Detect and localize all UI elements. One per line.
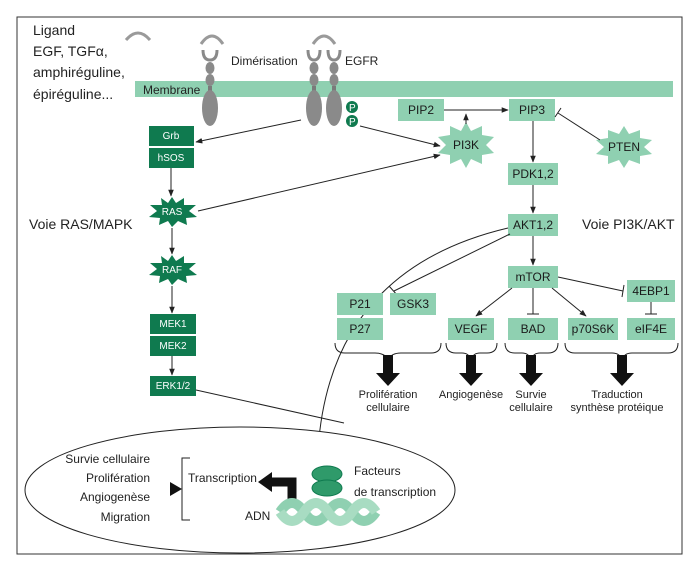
link-erk-nucleus — [195, 389, 345, 424]
ligand-line-2: EGF, TGFα, — [33, 43, 108, 59]
inhibit-mtor-ebp1 — [557, 276, 624, 292]
membrane-label: Membrane — [143, 83, 201, 97]
inhibit-pten-pip3 — [557, 112, 601, 141]
arrow-mtor-p70s6k — [551, 287, 587, 317]
vegf-box — [448, 318, 494, 340]
p27-box — [337, 318, 383, 340]
outcome-angiogenese: Angiogenèse — [439, 389, 503, 401]
facteurs-label-1: Facteurs — [354, 464, 401, 478]
bad-box — [508, 318, 558, 340]
mtor-box — [508, 266, 558, 288]
egfr-monomer-icon — [199, 34, 225, 126]
eif4e-label: eIF4E — [635, 322, 667, 336]
pip2-box — [398, 99, 444, 121]
pdk-box — [508, 163, 558, 185]
mtor-label: mTOR — [515, 270, 550, 284]
bent-arrow-head — [258, 472, 272, 492]
mek2-box — [150, 336, 196, 356]
outcome-proliferation-2: cellulaire — [366, 402, 409, 414]
nucleus-proliferation: Prolifération — [86, 471, 150, 485]
egfr-dimer-icon — [306, 34, 342, 126]
vegf-label: VEGF — [455, 322, 488, 336]
erk-box — [150, 376, 196, 396]
erk-label: ERK1/2 — [156, 381, 191, 392]
ras-star — [149, 197, 197, 227]
grb-label: Grb — [163, 131, 180, 142]
outcome-survie-2: cellulaire — [509, 402, 552, 414]
mek1-label: MEK1 — [159, 319, 187, 330]
p21-label: P21 — [349, 297, 371, 311]
pip2-label: PIP2 — [408, 103, 434, 117]
inhibit-bar-pten — [554, 107, 562, 118]
dimerisation-label: Dimérisation — [231, 54, 298, 68]
akt-box — [508, 214, 558, 236]
akt-label: AKT1,2 — [513, 218, 553, 232]
nucleus-angiogenese: Angiogenèse — [80, 490, 150, 504]
inhibit-akt-gsk3 — [393, 233, 511, 292]
facteurs-label-2: de transcription — [354, 485, 436, 499]
p70s6k-box — [568, 318, 618, 340]
ligand-line-3: amphiréguline, — [33, 64, 125, 80]
arrow-mtor-vegf — [475, 287, 513, 317]
inhibit-bar-ebp1 — [621, 284, 625, 298]
pip3-box — [509, 99, 555, 121]
p21-box — [337, 293, 383, 315]
adn-label: ADN — [245, 509, 270, 523]
ebp1-box — [627, 280, 675, 302]
raf-star — [149, 255, 197, 285]
big-arrow-traduction — [610, 355, 634, 386]
membrane-bar — [135, 81, 673, 97]
pi3k-label: PI3K — [453, 138, 479, 152]
dna-helix-icon — [275, 498, 381, 526]
gsk3-box — [390, 293, 436, 315]
ligand-title: Ligand — [33, 22, 75, 38]
transcription-label: Transcription — [188, 471, 257, 485]
outcome-proliferation-1: Prolifération — [359, 389, 418, 401]
hsos-label: hSOS — [158, 153, 185, 164]
raf-label: RAF — [162, 265, 182, 276]
arrow-egfr-pi3k — [359, 125, 441, 148]
ras-label: RAS — [162, 207, 183, 218]
ligand-line-4: épiréguline... — [33, 86, 113, 102]
big-arrow-proliferation — [376, 355, 400, 386]
gsk3-label: GSK3 — [397, 297, 429, 311]
nucleus-survie: Survie cellulaire — [65, 452, 150, 466]
figure-frame — [16, 16, 683, 555]
outcome-traduction-2: synthèse protéique — [571, 402, 664, 414]
phosphate-label-1: P — [349, 103, 356, 114]
grb-box — [149, 126, 194, 146]
mek1-box — [150, 314, 196, 334]
pten-label: PTEN — [608, 140, 640, 154]
p70s6k-label: p70S6K — [572, 322, 615, 336]
bad-label: BAD — [521, 322, 546, 336]
voie-ras-label: Voie RAS/MAPK — [29, 216, 133, 232]
pip3-label: PIP3 — [519, 103, 545, 117]
pten-star — [596, 126, 652, 168]
big-arrow-survie — [519, 355, 543, 386]
egfr-label: EGFR — [345, 54, 379, 68]
pi3k-star — [438, 122, 494, 168]
arrow-ras-pi3k — [197, 153, 441, 212]
eif4e-box — [627, 318, 675, 340]
ebp1-label: 4EBP1 — [632, 284, 670, 298]
p27-label: P27 — [349, 322, 371, 336]
voie-pi3k-label: Voie PI3K/AKT — [582, 216, 675, 232]
arrow-egfr-grb — [195, 119, 302, 144]
big-arrow-angiogenese — [459, 355, 483, 386]
transcription-factor-icon — [311, 465, 343, 497]
arrow-transcription-left — [170, 482, 182, 496]
outcome-traduction-1: Traduction — [591, 389, 643, 401]
phosphate-label-2: P — [349, 117, 356, 128]
phosphate-icon — [346, 101, 358, 127]
free-ligand-icon — [124, 31, 152, 42]
mek2-label: MEK2 — [159, 341, 187, 352]
outcome-survie-1: Survie — [515, 389, 546, 401]
pdk-label: PDK1,2 — [512, 167, 554, 181]
nucleus-migration: Migration — [101, 510, 150, 524]
hsos-box — [149, 148, 194, 168]
